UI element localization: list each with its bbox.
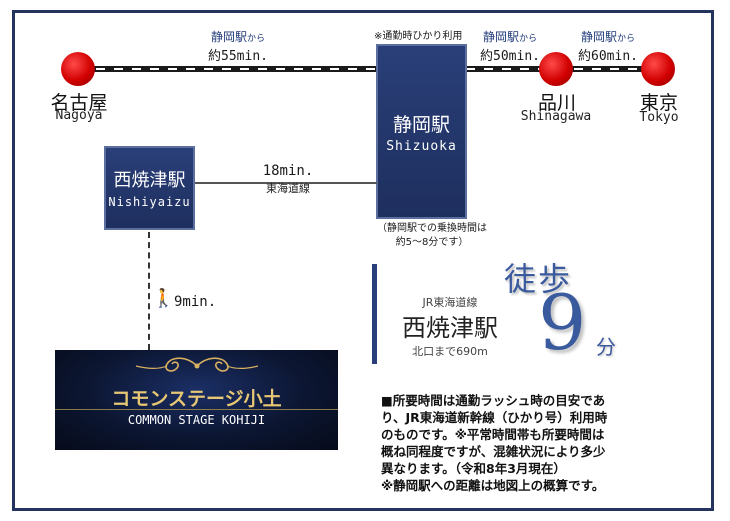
- disclaimer-line: り、JR東海道新幹線（ひかり号）利用時: [381, 410, 608, 425]
- tokyo-station-dot: [641, 52, 675, 86]
- shinagawa-time-suffix: から: [519, 34, 538, 44]
- walk-panel-exit: 北口まで690m: [412, 345, 488, 358]
- disclaimer-line: 異なります。（令和8年3月現在）: [381, 461, 566, 476]
- walk-panel-unit: 分: [596, 335, 616, 359]
- property-box: コモンステージ小土 COMMON STAGE KOHIJI: [55, 350, 338, 450]
- walk-panel-title: 徒歩: [504, 260, 573, 298]
- property-name-en: COMMON STAGE KOHIJI: [127, 413, 266, 427]
- shinagawa-time-prefix: 静岡駅: [482, 30, 519, 44]
- map-frame: [12, 10, 714, 511]
- shizuoka-label-jp: 静岡駅: [392, 114, 450, 136]
- shinagawa-time: 静岡駅から 約50min.: [470, 28, 550, 64]
- property-name-jp: コモンステージ小土: [111, 388, 282, 410]
- nagoya-time-prefix: 静岡駅: [210, 30, 247, 44]
- shizuoka-label-en: Shizuoka: [386, 139, 457, 154]
- nagoya-time-suffix: から: [247, 34, 266, 44]
- walk-panel-bar: [372, 264, 377, 364]
- tokaido-line-label: 東海道線: [266, 182, 310, 195]
- walk-time: 9min.: [174, 294, 217, 310]
- nishiyaizu-label-jp: 西焼津駅: [113, 170, 186, 191]
- tokyo-time-value: 約60min.: [578, 49, 638, 64]
- transfer-note: （静岡駅での乗換時間は 約5〜8分です）: [352, 222, 512, 250]
- tokaido-time-value: 18min.: [262, 163, 314, 179]
- transfer-note-line2: 約5〜8分です）: [395, 237, 469, 248]
- transfer-note-line1: （静岡駅での乗換時間は: [377, 223, 487, 234]
- nagoya-label-en: Nagoya: [55, 108, 103, 123]
- nagoya-time-value: 約55min.: [208, 49, 268, 64]
- tokyo-time: 静岡駅から 約60min.: [568, 28, 648, 64]
- walk-icon: 🚶: [152, 288, 175, 309]
- walk-path-line: [148, 232, 150, 350]
- nagoya-station-dot: [61, 52, 95, 86]
- nagoya-time: 静岡駅から 約55min.: [188, 28, 288, 64]
- tokyo-label-jp: 東京: [639, 92, 678, 114]
- shinkansen-line-west: [78, 66, 378, 72]
- hikari-note: ※通勤時ひかり利用: [374, 31, 463, 42]
- tokyo-time-suffix: から: [617, 34, 636, 44]
- shinagawa-station-dot: [539, 52, 573, 86]
- nishiyaizu-station-box: 西焼津駅 Nishiyaizu: [104, 146, 195, 230]
- walk-panel-station: 西焼津駅: [402, 314, 498, 342]
- tokaido-time: 18min. 東海道線: [238, 162, 338, 196]
- shinagawa-label-en: Shinagawa: [520, 109, 592, 124]
- nagoya-label-jp: 名古屋: [50, 92, 108, 114]
- disclaimer-line: ■所要時間は通勤ラッシュ時の目安であ: [381, 393, 606, 408]
- tokaido-line: [194, 182, 377, 184]
- walk-panel-line: JR東海道線: [422, 296, 478, 309]
- disclaimer-line: 概ね同程度ですが、混雑状況により多少: [381, 444, 606, 459]
- shinagawa-label-jp: 品川: [537, 92, 576, 114]
- nishiyaizu-label-en: Nishiyaizu: [108, 195, 191, 209]
- tokyo-label-en: Tokyo: [639, 110, 679, 125]
- walk-panel-number: 9: [538, 278, 587, 367]
- disclaimer: ■所要時間は通勤ラッシュ時の目安であ り、JR東海道新幹線（ひかり号）利用時 の…: [381, 392, 681, 494]
- tokyo-time-prefix: 静岡駅: [580, 30, 617, 44]
- shizuoka-station-box: 静岡駅 Shizuoka: [376, 44, 467, 219]
- disclaimer-line: のものです。※平常時間帯も所要時間は: [381, 427, 605, 442]
- ornament-icon: [135, 357, 259, 372]
- shinagawa-time-value: 約50min.: [480, 49, 540, 64]
- property-divider: [55, 409, 338, 410]
- disclaimer-line: ※静岡駅への距離は地図上の概算です。: [381, 478, 605, 493]
